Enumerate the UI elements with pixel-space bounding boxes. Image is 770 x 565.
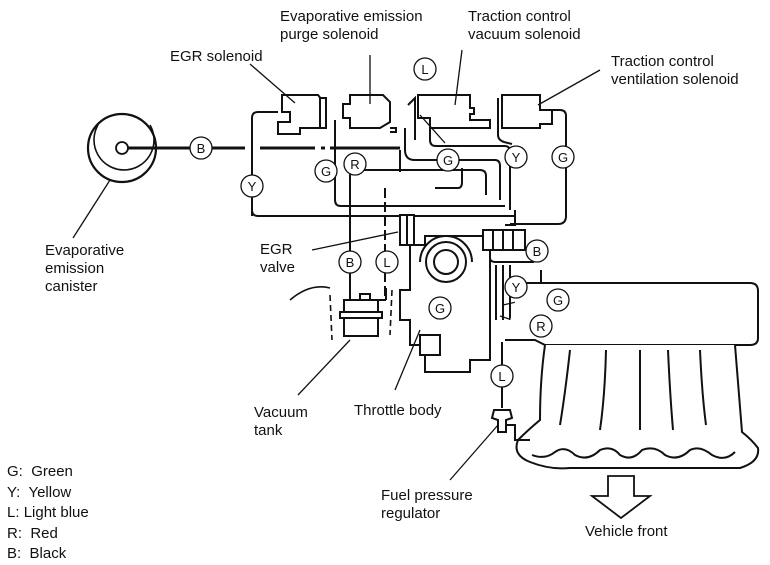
legend-item: G: Green [7,463,73,480]
svg-text:Y: Y [512,280,521,295]
svg-text:R: R [536,319,545,334]
hose-tag-g-right: G [546,288,570,312]
egr-valve [311,214,415,251]
svg-text:B: B [197,141,206,156]
egr-valve-leader [311,231,399,251]
legend-item: R: Red [7,524,58,542]
hose-tag-l-fuel: L [490,364,514,388]
evap-canister [72,112,158,239]
hose-tag-l-tcv: L [413,57,437,81]
label-egr-valve: EGR valve [260,241,296,276]
hose-tag-y-right: Y [504,275,528,299]
hose-tag-g-throttle: G [428,296,452,320]
hose-tag-l-egr: L [375,250,399,274]
svg-text:B: B [346,255,355,270]
label-tc-vacuum-solenoid: Traction control vacuum solenoid [468,8,581,43]
svg-text:Y: Y [512,150,521,165]
label-vacuum-tank: Vacuum tank [254,404,308,439]
throttle-body-leader [394,329,421,391]
hose-tag-g-vent: G [551,145,575,169]
hose-tag-g-center: G [436,148,460,172]
svg-text:G: G [435,301,445,316]
svg-text:B: B [533,244,542,259]
egr-solenoid [249,63,515,217]
legend-item: L: Light blue [7,504,89,521]
svg-text:L: L [421,62,428,77]
hose-tag-r-purge: R [343,152,367,176]
label-fuel-pressure-regulator: Fuel pressure regulator [381,487,473,522]
label-evap-purge-solenoid: Evaporative emission purge solenoid [280,8,423,43]
legend-item: B: Black [7,545,67,562]
svg-text:L: L [498,369,505,384]
label-tc-ventilation-solenoid: Traction control ventilation solenoid [611,53,739,88]
svg-text:Y: Y [248,179,257,194]
svg-text:G: G [443,153,453,168]
svg-text:G: G [553,293,563,308]
hose-tag-b-right: B [525,239,549,263]
hose-tag-y-tcv: Y [504,145,528,169]
tc-vacuum-leader [454,49,463,106]
hose-tag-b-canister: B [189,136,213,160]
hose-tag-r-right: R [529,314,553,338]
svg-text:R: R [350,157,359,172]
vacuum-tank-leader [297,339,351,396]
canister-leader [72,179,111,239]
hose-tag-g-purge: G [314,159,338,183]
svg-text:L: L [383,255,390,270]
tc-vacuum-solenoid [407,49,491,140]
label-vehicle-front: Vehicle front [585,523,668,540]
vehicle-front-arrow [589,475,653,520]
hose-tag-b-egr: B [338,250,362,274]
legend-item: Y: Yellow [7,483,72,501]
egr-solenoid-leader [249,63,296,104]
label-egr-solenoid: EGR solenoid [170,48,263,65]
intake-manifold [505,282,760,470]
label-throttle-body: Throttle body [354,402,442,419]
evap-purge-solenoid [334,55,505,207]
tc-vent-leader [537,69,601,106]
fuel-regulator-leader [449,424,499,481]
color-legend: G: Green Y: Yellow L: Light blue R: Red … [7,462,89,565]
hose-tag-y-loop: Y [240,174,264,198]
vacuum-tank [289,286,393,396]
svg-text:G: G [321,164,331,179]
label-evap-canister: Evaporative emission canister [45,242,125,295]
svg-text:G: G [558,150,568,165]
